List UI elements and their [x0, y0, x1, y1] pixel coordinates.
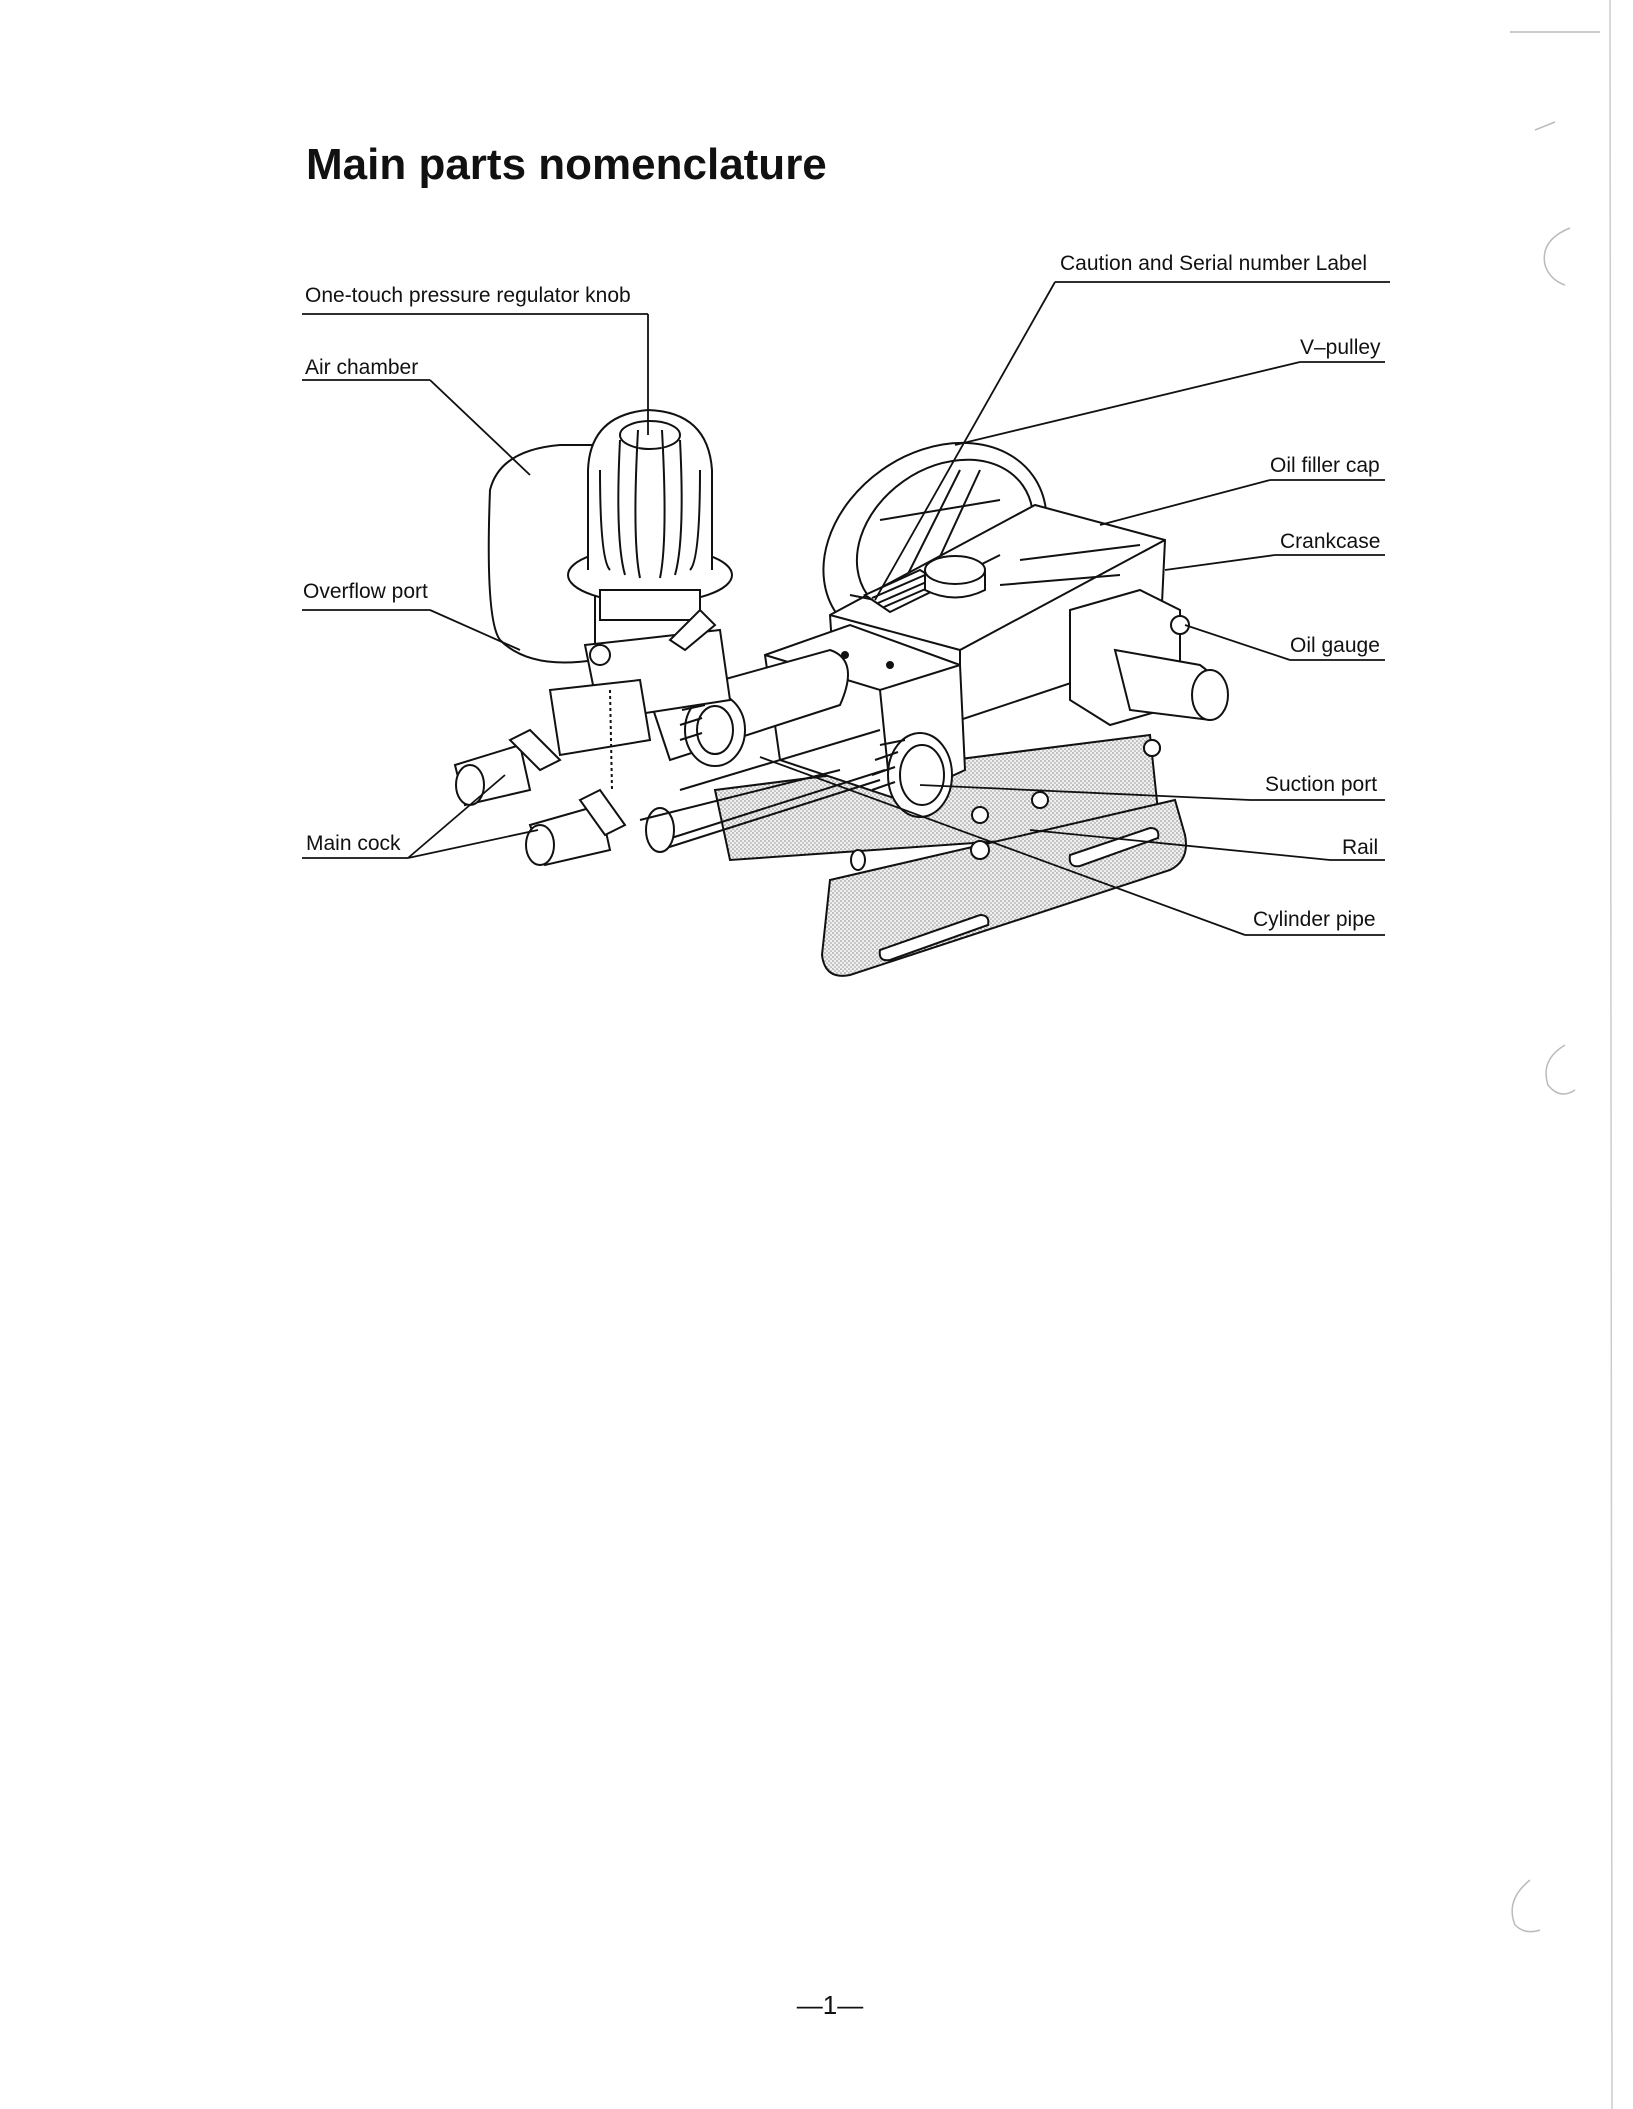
label-suction-port: Suction port [1265, 773, 1377, 797]
pump-illustration [455, 401, 1228, 976]
label-overflow-port: Overflow port [303, 580, 428, 604]
label-v-pulley: V–pulley [1300, 336, 1381, 360]
page-title: Main parts nomenclature [306, 140, 827, 190]
regulator-knob [568, 410, 732, 620]
label-regulator-knob: One-touch pressure regulator knob [305, 284, 631, 308]
oil-filler-cap [925, 556, 985, 598]
label-cylinder-pipe: Cylinder pipe [1253, 908, 1376, 932]
air-chamber [489, 445, 595, 663]
oil-gauge [1070, 590, 1228, 756]
label-oil-gauge: Oil gauge [1290, 634, 1380, 658]
label-oil-filler-cap: Oil filler cap [1270, 454, 1380, 478]
label-crankcase: Crankcase [1280, 530, 1380, 554]
label-rail: Rail [1342, 836, 1378, 860]
label-air-chamber: Air chamber [305, 356, 418, 380]
page-number: —1— [780, 1990, 880, 2021]
scan-edge-marks [1510, 0, 1612, 2109]
label-caution-serial: Caution and Serial number Label [1060, 252, 1367, 276]
label-main-cock: Main cock [306, 832, 401, 856]
